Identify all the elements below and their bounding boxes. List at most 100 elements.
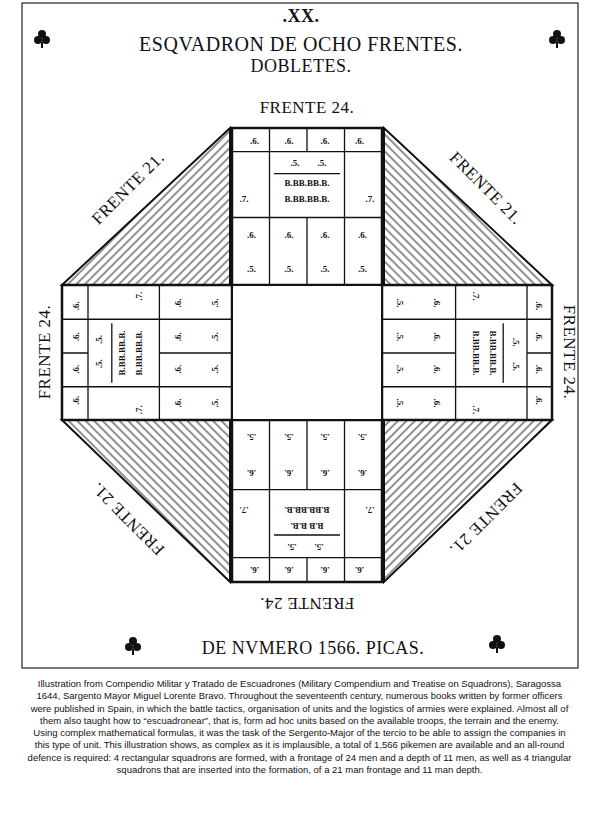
rank-line xyxy=(382,352,455,353)
rect-squadron xyxy=(382,285,552,420)
rect-squadron: .6. .6. .6. .6. .5. .5. B.BB.BB.B. B.BB.BB.B. .7… xyxy=(232,128,382,285)
rank-number: .5. xyxy=(395,364,404,373)
rank-number: .7. xyxy=(471,405,480,414)
rank-number: .5. xyxy=(358,265,367,274)
rank-number: .5. xyxy=(211,398,220,407)
rank-number: .6. xyxy=(355,565,364,574)
rank-number: .7. xyxy=(366,505,375,514)
plate-title: ESQVADRON DE OCHO FRENTES. xyxy=(139,34,463,54)
rank-line xyxy=(344,128,345,152)
rect-squadron: .6..6..6..6..5..5.B.BB.BB.B.B.BB.BB.B..7… xyxy=(62,285,232,420)
triangle-squadron xyxy=(62,128,230,285)
rank-number: .6. xyxy=(432,398,441,407)
rank-lines xyxy=(232,128,382,285)
rank-number: .6. xyxy=(321,467,330,476)
rank-number: .6. xyxy=(534,395,543,404)
rank-line xyxy=(455,386,526,387)
rank-line xyxy=(269,490,270,558)
rank-line xyxy=(306,420,307,490)
rank-number: .6. xyxy=(285,565,294,574)
rank-number: .6. xyxy=(432,364,441,373)
rect-squadron xyxy=(232,128,382,285)
rank-number: .7. xyxy=(134,405,143,414)
banner-row: B.BB.BB.B. xyxy=(471,330,480,375)
rank-number: .5. xyxy=(510,362,519,371)
rank-number: .5. xyxy=(211,332,220,341)
triangle-squadron xyxy=(384,128,552,285)
rank-line xyxy=(269,420,270,490)
rank-line xyxy=(274,173,340,174)
rank-number: .6. xyxy=(321,565,330,574)
rank-line xyxy=(274,534,340,535)
hollow-centre xyxy=(232,285,382,420)
rank-number: .6. xyxy=(534,332,543,341)
rank-line xyxy=(87,285,88,420)
rank-line xyxy=(344,420,345,490)
rank-number: .5. xyxy=(95,335,104,344)
front-label: FRENTE 24. xyxy=(561,305,578,400)
front-label: FRENTE 24. xyxy=(36,305,53,400)
rank-line xyxy=(269,217,270,285)
caption: Illustration from Compendio Militar y Tr… xyxy=(27,678,572,776)
rank-number: .5. xyxy=(211,364,220,373)
rank-line xyxy=(232,557,382,558)
banner-row: B.BB.BB.B. xyxy=(284,505,329,514)
rank-number: .6. xyxy=(285,136,294,145)
rank-line xyxy=(62,386,88,387)
rank-number: .7. xyxy=(471,291,480,300)
rank-line xyxy=(88,386,159,387)
rank-number: .5. xyxy=(247,265,256,274)
rank-line xyxy=(62,318,88,319)
plate-number: .XX. xyxy=(283,7,320,25)
rank-line xyxy=(382,318,455,319)
plate-frame xyxy=(22,3,578,668)
rank-line xyxy=(526,285,527,420)
rank-number: .6. xyxy=(285,467,294,476)
rank-number: .5. xyxy=(211,298,220,307)
rank-number: .6. xyxy=(71,364,80,373)
rank-line xyxy=(344,490,345,558)
rank-number: .6. xyxy=(321,136,330,145)
rank-line xyxy=(88,318,159,319)
banner-row: B.BB.BB.B. xyxy=(284,178,329,187)
rank-line xyxy=(306,558,307,582)
rank-number: .6. xyxy=(358,467,367,476)
rank-line xyxy=(158,285,159,420)
rank-number: .6. xyxy=(71,395,80,404)
rank-number: .6. xyxy=(173,398,182,407)
banner-row: B.BB.BB.B. xyxy=(284,194,329,203)
rank-number: .5. xyxy=(321,265,330,274)
rank-number: .6. xyxy=(173,364,182,373)
rank-lines xyxy=(62,285,232,420)
rank-number: .5. xyxy=(288,542,297,551)
rank-number: .5. xyxy=(395,298,404,307)
plate-subtitle: DOBLETES. xyxy=(251,57,352,75)
rank-line xyxy=(269,558,270,582)
rank-number: .6. xyxy=(285,230,294,239)
rank-line xyxy=(62,352,88,353)
rank-number: .7. xyxy=(366,194,375,203)
banner-row: B.BB.BB.B. xyxy=(488,330,497,375)
rank-number: .6. xyxy=(534,301,543,310)
rank-line xyxy=(502,323,503,382)
rank-number: .6. xyxy=(247,230,256,239)
rect-squadron: .6..6..6..6..5..5.B.B B.B.B.BB.BB.B..7..… xyxy=(232,420,382,582)
rank-line xyxy=(159,318,232,319)
rank-number: .5. xyxy=(315,542,324,551)
rank-number: .6. xyxy=(250,565,259,574)
rank-number: .5. xyxy=(510,337,519,346)
rank-number: .6. xyxy=(173,298,182,307)
rank-number: .6. xyxy=(247,467,256,476)
banner-row: B.BB.BB.B. xyxy=(117,330,126,375)
rank-line xyxy=(232,151,382,152)
rank-number: .5. xyxy=(321,432,330,441)
rank-number: .6. xyxy=(173,332,182,341)
front-label: FRENTE 24. xyxy=(260,99,355,116)
rank-number: .7. xyxy=(134,291,143,300)
flourish xyxy=(34,30,565,655)
rank-line xyxy=(269,152,270,218)
rank-number: .5. xyxy=(395,398,404,407)
rank-line xyxy=(527,386,553,387)
rank-line xyxy=(269,128,270,152)
rank-line xyxy=(344,558,345,582)
